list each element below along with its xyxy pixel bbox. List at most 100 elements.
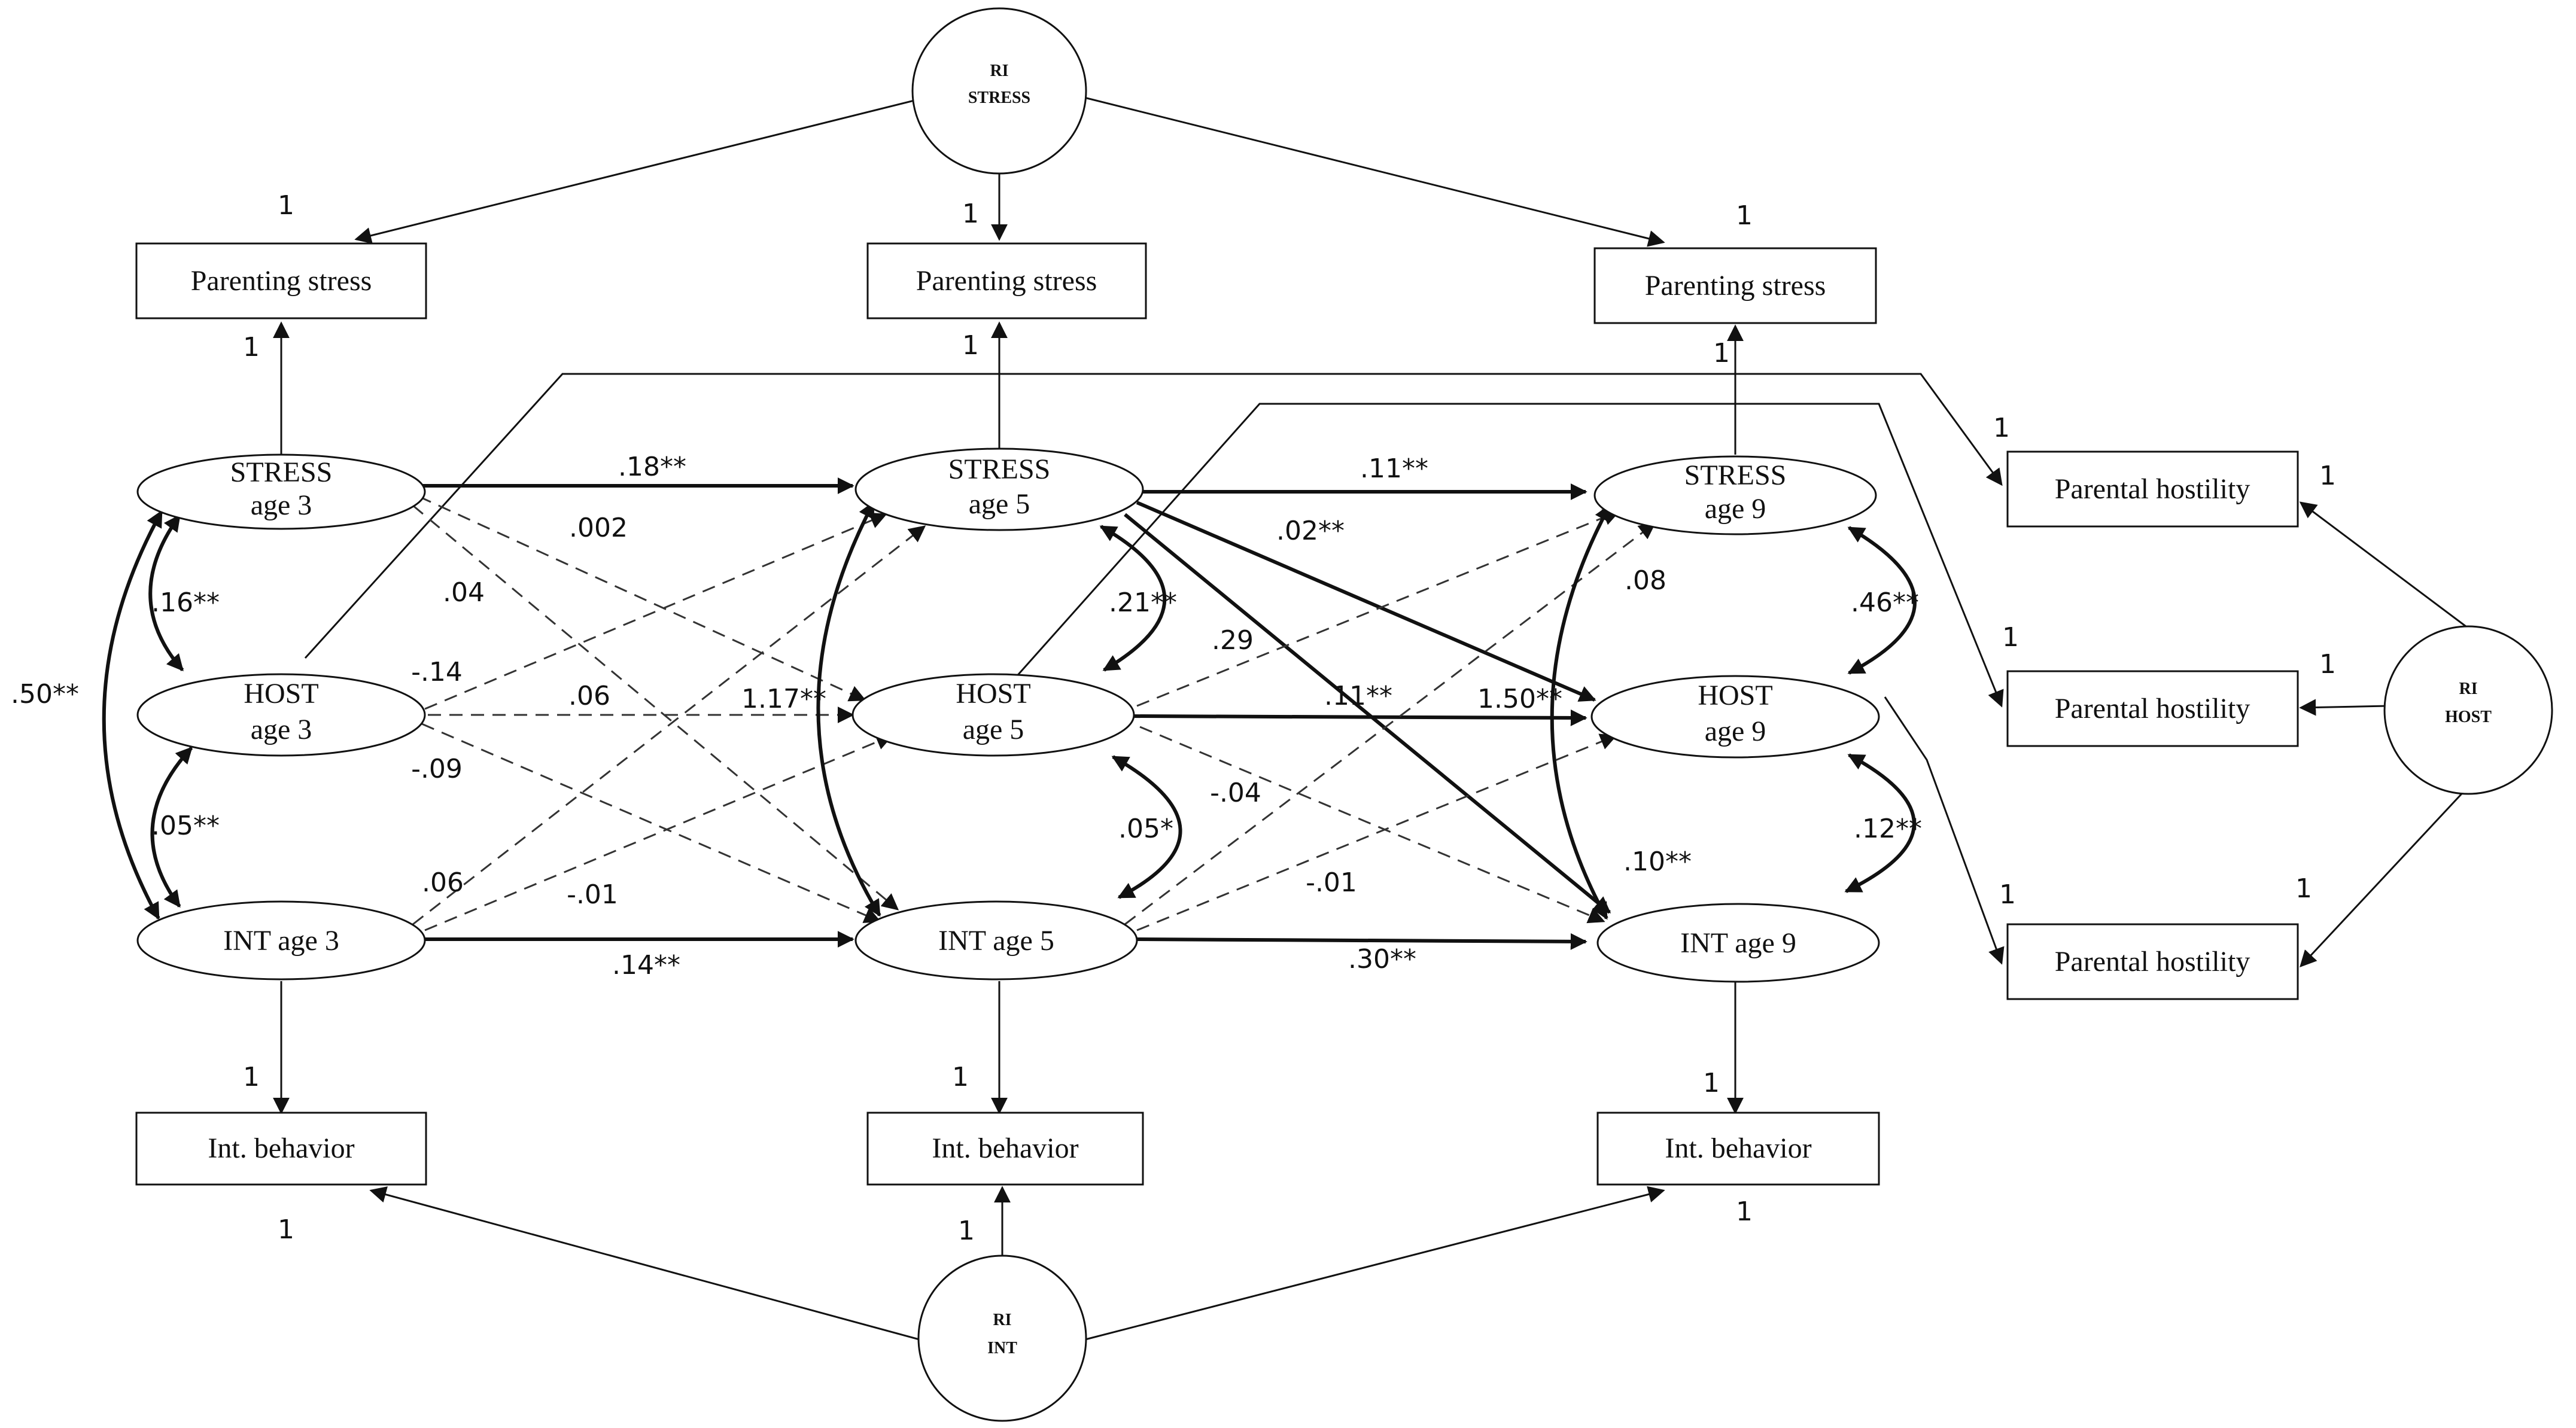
int5-to-stress9-path <box>1124 522 1656 925</box>
coef-int5-stress9: .08 <box>1625 565 1666 596</box>
stress5-to-host9-path <box>1136 501 1596 702</box>
ri-host-label-2: HOST <box>2445 708 2492 726</box>
ri-int-loading-3: 1 <box>1736 1196 1753 1227</box>
host3-to-ph1-path <box>304 373 2003 659</box>
int5-to-host9-path <box>1136 733 1617 931</box>
int5-to-int9-path <box>1136 933 1587 950</box>
int-behavior-box-2 <box>866 1112 1144 1186</box>
stress3-to-int5-path <box>412 504 899 911</box>
int-behavior-box-1 <box>135 1112 427 1186</box>
ri-stress-to-ps9-arrow <box>1076 95 1665 247</box>
int-behavior-text-3: Int. behavior <box>1665 1132 1811 1164</box>
stress-age9-node <box>1593 455 1877 535</box>
coef-int5-int9: .30** <box>1348 944 1416 975</box>
host5-to-stress9-path <box>1136 509 1620 707</box>
int-age9-label: INT age 9 <box>1680 927 1796 959</box>
ph2-loading: 1 <box>2002 622 2019 653</box>
host-age3-sublabel: age 3 <box>251 714 312 745</box>
host-age3-label: HOST <box>244 678 318 710</box>
parenting-stress-box-2 <box>866 242 1147 319</box>
int3-to-host5-path <box>424 733 893 931</box>
coef-stress3-stress5: .18** <box>618 452 686 482</box>
host-age5-label: HOST <box>956 678 1030 710</box>
coef-host5-int9: -.01 <box>1306 867 1357 898</box>
ri-stress-loading-2: 1 <box>962 199 979 229</box>
coef-cov-host-int-3: .05** <box>151 811 220 841</box>
coef-int3-host5: -.01 <box>567 879 618 910</box>
coef-stress5-host9: .02** <box>1276 516 1345 546</box>
stress5-to-int9-path <box>1124 513 1611 914</box>
cov-host-int-5-long-arc <box>816 501 881 917</box>
int-age3-label: INT age 3 <box>223 925 339 957</box>
host-age3-node <box>136 673 426 757</box>
int-age9-node <box>1596 903 1880 983</box>
int-age5-label: INT age 5 <box>938 925 1054 957</box>
int5-loading: 1 <box>952 1062 969 1092</box>
coef-host-int-9-cov: 1.50** <box>1477 684 1562 714</box>
ri-host-node <box>2383 625 2553 795</box>
host5-to-host9-path <box>1130 709 1587 726</box>
stress3-to-host5-path <box>418 495 866 702</box>
cov-host-int-5-arc <box>1111 755 1182 899</box>
parental-hostility-text-2: Parental hostility <box>2055 693 2250 724</box>
coef-host5-host9: .11** <box>1324 681 1392 711</box>
stress-age9-label: STRESS <box>1684 459 1787 491</box>
host9-to-ph3-path <box>1884 696 2005 965</box>
coef-cov-stress-int-3: .50** <box>11 679 79 710</box>
ri-stress-label-2: STRESS <box>968 89 1030 107</box>
int-age5-node <box>854 900 1138 981</box>
int-age3-node <box>136 900 426 981</box>
stress9-loading: 1 <box>1713 338 1730 369</box>
parental-hostility-box-2 <box>2006 670 2299 747</box>
coef-host5-stress9: .29 <box>1212 625 1254 656</box>
parental-hostility-text-3: Parental hostility <box>2055 946 2250 978</box>
ri-stress-loading-1: 1 <box>278 190 294 221</box>
coef-host-int-5-cov: 1.17** <box>741 684 826 714</box>
ph3-loading: 1 <box>1999 879 2016 910</box>
host3-to-int5-path <box>421 723 881 923</box>
parenting-stress-text-3: Parenting stress <box>1645 270 1826 302</box>
coef-cov-stress-host-9: .46** <box>1851 587 1919 618</box>
coef-stress5-int9: .10** <box>1623 847 1692 877</box>
stress-age3-label: STRESS <box>230 456 333 488</box>
ri-int-label-2: INT <box>987 1339 1017 1357</box>
coef-cov-stress-host-5: .21** <box>1109 587 1177 618</box>
stress-age3-sublabel: age 3 <box>251 489 312 521</box>
stress-age5-sublabel: age 5 <box>969 488 1030 520</box>
host-age5-node <box>851 673 1135 757</box>
cov-stress-host-9-arc <box>1847 526 1917 675</box>
host-age9-sublabel: age 9 <box>1705 715 1766 747</box>
host-age9-node <box>1590 675 1880 759</box>
cov-stress-host-5-arc <box>1099 525 1167 672</box>
int-behavior-text-1: Int. behavior <box>208 1132 354 1164</box>
ri-stress-to-ps3-arrow <box>354 98 922 244</box>
coef-stress5-stress9: .11** <box>1360 453 1428 484</box>
ri-host-to-ph1-arrow <box>2299 501 2469 629</box>
coef-host3-host5: .06 <box>568 681 610 711</box>
host5-to-int9-path <box>1139 726 1605 924</box>
parenting-stress-text-2: Parenting stress <box>916 265 1097 297</box>
coef-int5-host9: -.04 <box>1210 778 1261 808</box>
ri-host-to-ph2-arrow <box>2299 699 2388 716</box>
int3-to-stress5-path <box>412 525 926 925</box>
ri-int-loading-1: 1 <box>278 1214 294 1245</box>
int9-loading: 1 <box>1703 1068 1720 1098</box>
ri-int-to-ib9-arrow <box>1082 1186 1665 1341</box>
stress5-loading: 1 <box>962 330 979 361</box>
parenting-stress-box-3 <box>1593 247 1877 324</box>
coef-host3-stress5: -.14 <box>411 657 463 687</box>
stress-age5-node <box>854 447 1144 531</box>
ri-host-to-ph3-arrow <box>2300 785 2469 968</box>
coef-cov-stress-host-3: .16** <box>151 587 220 618</box>
stress-age9-sublabel: age 9 <box>1705 493 1766 525</box>
ri-int-loading-2: 1 <box>958 1216 975 1246</box>
cov-stress-int-9-long-arc <box>1550 504 1611 920</box>
parental-hostility-box-1 <box>2006 450 2299 528</box>
ri-host-loading-2: 1 <box>2319 649 2336 680</box>
int3-loading: 1 <box>243 1062 260 1092</box>
ri-stress-label-1: RI <box>990 62 1008 80</box>
cov-stress-int-3-arc <box>102 510 163 920</box>
int-behavior-text-2: Int. behavior <box>932 1132 1078 1164</box>
coef-host3-int5: -.09 <box>411 754 463 784</box>
